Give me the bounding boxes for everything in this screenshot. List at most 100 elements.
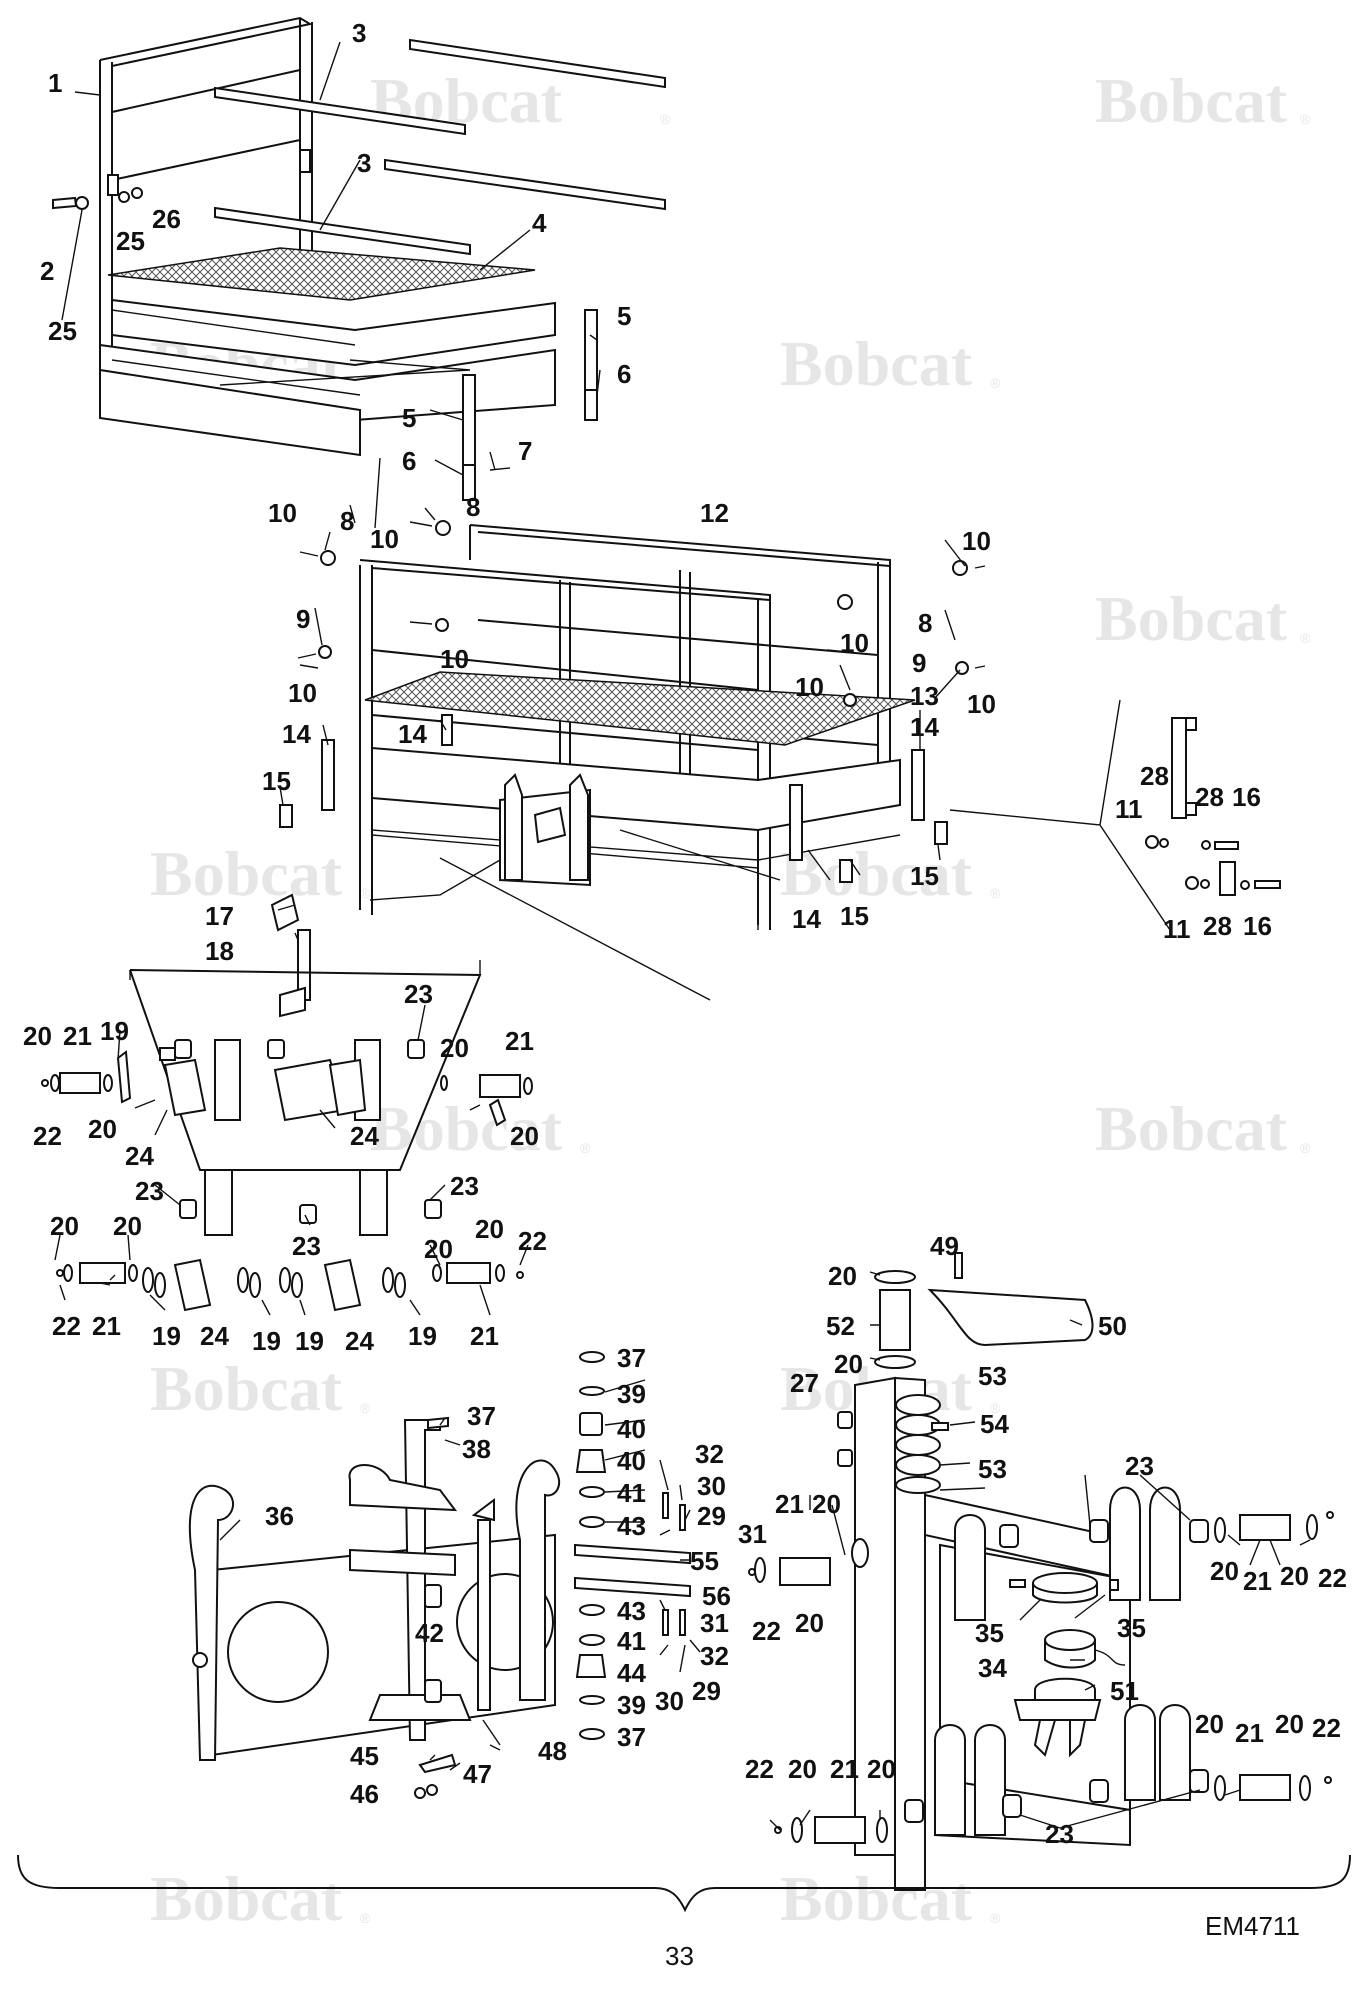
callout-20: 20 [812, 1489, 841, 1519]
pivot-pin [59, 1072, 101, 1094]
callout-20: 20 [50, 1211, 79, 1241]
bolt-hole [192, 1652, 208, 1668]
wear-block [173, 1258, 212, 1312]
callout-5: 5 [402, 403, 416, 433]
bushing [435, 520, 451, 536]
snap-ring [754, 1557, 766, 1583]
callout-14: 14 [792, 904, 821, 934]
watermark-logo: Bobcat® [780, 1863, 1001, 1934]
roll-pin [679, 1609, 686, 1636]
socket-clip [839, 859, 853, 883]
callout-19: 19 [252, 1326, 281, 1356]
snap-ring [791, 1817, 803, 1843]
roll-pin [662, 1609, 669, 1636]
callout-10: 10 [440, 644, 469, 674]
roll-pin [662, 1492, 669, 1519]
svg-text:®: ® [660, 111, 671, 127]
socket-clip [279, 804, 293, 828]
callout-18: 18 [205, 936, 234, 966]
callout-8: 8 [918, 608, 932, 638]
latch-arm [349, 1548, 456, 1577]
pivot-collar [279, 986, 306, 1018]
callout-19: 19 [408, 1321, 437, 1351]
pin-clip [56, 1269, 64, 1277]
callout-9: 9 [912, 648, 926, 678]
roll-pin [679, 1504, 686, 1531]
callout-45: 45 [350, 1741, 379, 1771]
callout-38: 38 [462, 1434, 491, 1464]
clamp-tab [1185, 802, 1197, 816]
bushing [407, 1039, 425, 1059]
clamp-detail [949, 699, 1281, 931]
callout-8: 8 [340, 506, 354, 536]
hinge-lug [974, 1724, 1006, 1836]
svg-text:Bobcat: Bobcat [1095, 65, 1288, 136]
large-platform-assembly [279, 520, 986, 1001]
pin-set [41, 1050, 533, 1312]
small-platform-assembly [52, 16, 666, 501]
post-socket [584, 389, 598, 421]
nut [131, 187, 143, 199]
callout-23: 23 [1045, 1819, 1074, 1849]
svg-text:Bobcat: Bobcat [370, 65, 563, 136]
callout-20: 20 [828, 1261, 857, 1291]
bushing [179, 1199, 197, 1219]
spacer [488, 1098, 507, 1127]
pivot-pin [1239, 1774, 1291, 1801]
callout-20: 20 [475, 1214, 504, 1244]
washer [579, 1634, 605, 1646]
callout-26: 26 [152, 204, 181, 234]
snap-ring [63, 1264, 73, 1282]
bearing-ring [895, 1434, 941, 1456]
bushing [575, 1654, 607, 1678]
plate-hole [227, 1601, 329, 1703]
watermark-logo: Bobcat® [370, 1093, 591, 1164]
callout-19: 19 [152, 1321, 181, 1351]
callout-35: 35 [975, 1618, 1004, 1648]
callout-22: 22 [745, 1754, 774, 1784]
rail-bar [409, 38, 666, 89]
spacer-washer [279, 1267, 291, 1293]
callout-31: 31 [738, 1519, 767, 1549]
hook [188, 1484, 235, 1761]
washer [1240, 880, 1250, 890]
svg-text:®: ® [990, 1910, 1001, 1926]
callout-43: 43 [617, 1511, 646, 1541]
svg-text:Bobcat: Bobcat [1095, 583, 1288, 654]
retaining-clip [579, 1351, 605, 1363]
svg-text:®: ® [360, 1400, 371, 1416]
callout-10: 10 [962, 526, 991, 556]
cap-screw [954, 1252, 963, 1279]
callout-29: 29 [692, 1676, 721, 1706]
clamp-block [1219, 861, 1236, 896]
page-number: 33 [665, 1941, 694, 1971]
callout-37: 37 [617, 1722, 646, 1752]
hinge-lug [204, 1169, 233, 1236]
callout-35: 35 [1117, 1613, 1146, 1643]
bushing [1089, 1779, 1109, 1803]
hinge-lug [1149, 1486, 1181, 1601]
callout-20: 20 [23, 1021, 52, 1051]
callout-20: 20 [440, 1033, 469, 1063]
pivot-pin [270, 893, 300, 932]
callout-21: 21 [775, 1489, 804, 1519]
hinge-lug [1159, 1704, 1191, 1801]
washer [118, 191, 130, 203]
callout-22: 22 [518, 1226, 547, 1256]
bushing [837, 1449, 853, 1467]
snap-ring [874, 1355, 916, 1369]
bushing [1189, 1769, 1209, 1793]
watermark-logo: Bobcat® [780, 838, 1001, 909]
hinge-lug [934, 1724, 966, 1836]
bushing [1002, 1794, 1022, 1818]
callout-20: 20 [113, 1211, 142, 1241]
callout-4: 4 [532, 208, 547, 238]
bearing-ring [895, 1394, 941, 1416]
pivot-pin [446, 1262, 491, 1284]
snap-ring [523, 1077, 533, 1095]
upright-bracket [789, 784, 803, 861]
callout-37: 37 [467, 1401, 496, 1431]
callout-34: 34 [978, 1653, 1007, 1683]
watermark-logo: Bobcat® [1095, 65, 1311, 136]
motor-bracket [1034, 1677, 1096, 1701]
